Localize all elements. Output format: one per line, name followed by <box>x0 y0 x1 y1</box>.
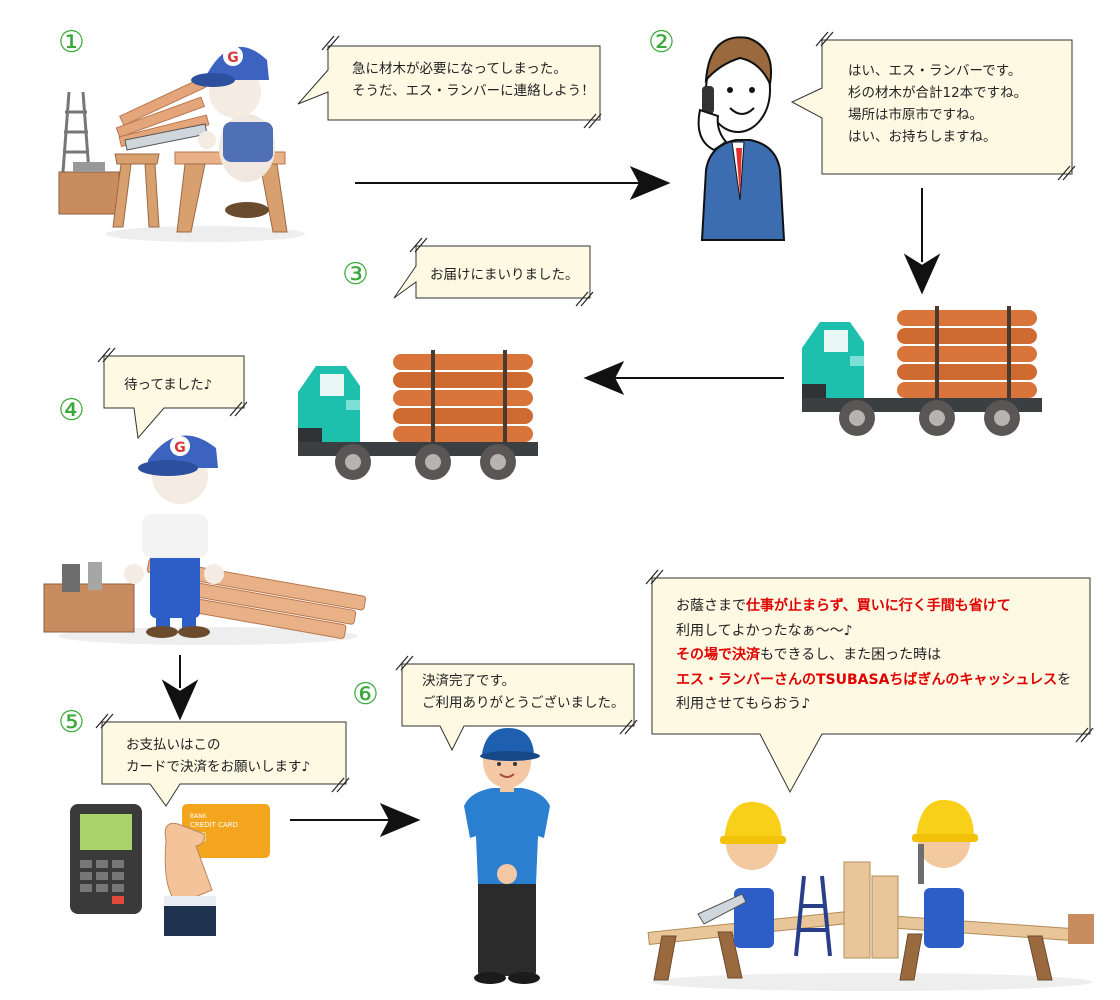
businessman-on-phone-illustration <box>697 36 786 241</box>
card-type-label: CREDIT CARD <box>190 821 238 829</box>
bubble-7-highlight-3: エス・ランバーさんのTSUBASAちばぎんのキャッシュレス <box>676 671 1058 688</box>
cap-logo-1: G <box>227 50 239 66</box>
speech-bubble-2 <box>790 31 1076 181</box>
workers-in-hard-hats-illustration <box>647 799 1094 991</box>
speech-bubble-4 <box>97 347 248 440</box>
payment-terminal-and-card-illustration: BANK CREDIT CARD <box>70 804 270 936</box>
card-bank-label: BANK <box>190 813 208 820</box>
bubble-7-line-2: 利用してよかったなぁ〜〜♪ <box>676 622 853 639</box>
bubble-3-line-1: お届けにまいりました。 <box>430 267 579 283</box>
bubble-4-line-1: 待ってました♪ <box>124 377 213 393</box>
bubble-1-line-2: そうだ、エス・ランバーに連絡しよう！ <box>352 83 595 99</box>
bubble-6-line-1: 決済完了です。 <box>422 673 516 689</box>
carpenter-sawing-illustration: G <box>58 46 305 242</box>
speech-bubble-1 <box>297 35 602 129</box>
bubble-2-line-3: 場所は市原市ですね。 <box>848 107 983 123</box>
bubble-7-line-4b: を <box>1057 671 1072 688</box>
carpenter-with-lumber-illustration: G <box>43 435 367 645</box>
step-number-4: ④ <box>58 393 85 428</box>
speech-bubble-6 <box>395 655 638 752</box>
speech-bubble-5 <box>95 713 350 807</box>
bubble-7-line-3b: もできるし、また困った時は <box>760 647 942 663</box>
lumber-truck-delivering-illustration <box>800 306 1050 436</box>
step-number-3: ③ <box>342 257 369 292</box>
bubble-7-line-5: 利用させてもらおう♪ <box>676 696 811 712</box>
bubble-7-highlight-2: その場で決済 <box>676 647 760 663</box>
step-number-1: ① <box>58 25 85 60</box>
bubble-7-highlight-1: 仕事が止まらず、買いに行く手間も省けて <box>746 598 1011 614</box>
staff-member-illustration <box>464 728 550 984</box>
bubble-5-line-1: お支払いはこの <box>126 737 221 753</box>
speech-bubble-7 <box>645 569 1094 794</box>
step-number-6: ⑥ <box>352 677 379 712</box>
bubble-5-line-2: カードで決済をお願いします♪ <box>126 759 311 775</box>
bubble-6-line-2: ご利用ありがとうございました。 <box>422 695 625 711</box>
bubble-2-line-1: はい、エス・ランバーです。 <box>848 63 1022 79</box>
step-number-2: ② <box>648 25 675 60</box>
bubble-2-line-4: はい、お持ちしますね。 <box>848 129 997 145</box>
speech-bubble-3 <box>393 237 594 307</box>
step-number-5: ⑤ <box>58 705 85 740</box>
bubble-2-line-2: 杉の材木が合計12本ですね。 <box>848 85 1028 101</box>
bubble-1-line-1: 急に材木が必要になってしまった。 <box>352 61 567 77</box>
bubble-7-line-1a: お蔭さまで <box>676 598 746 614</box>
cap-logo-2: G <box>174 440 186 456</box>
